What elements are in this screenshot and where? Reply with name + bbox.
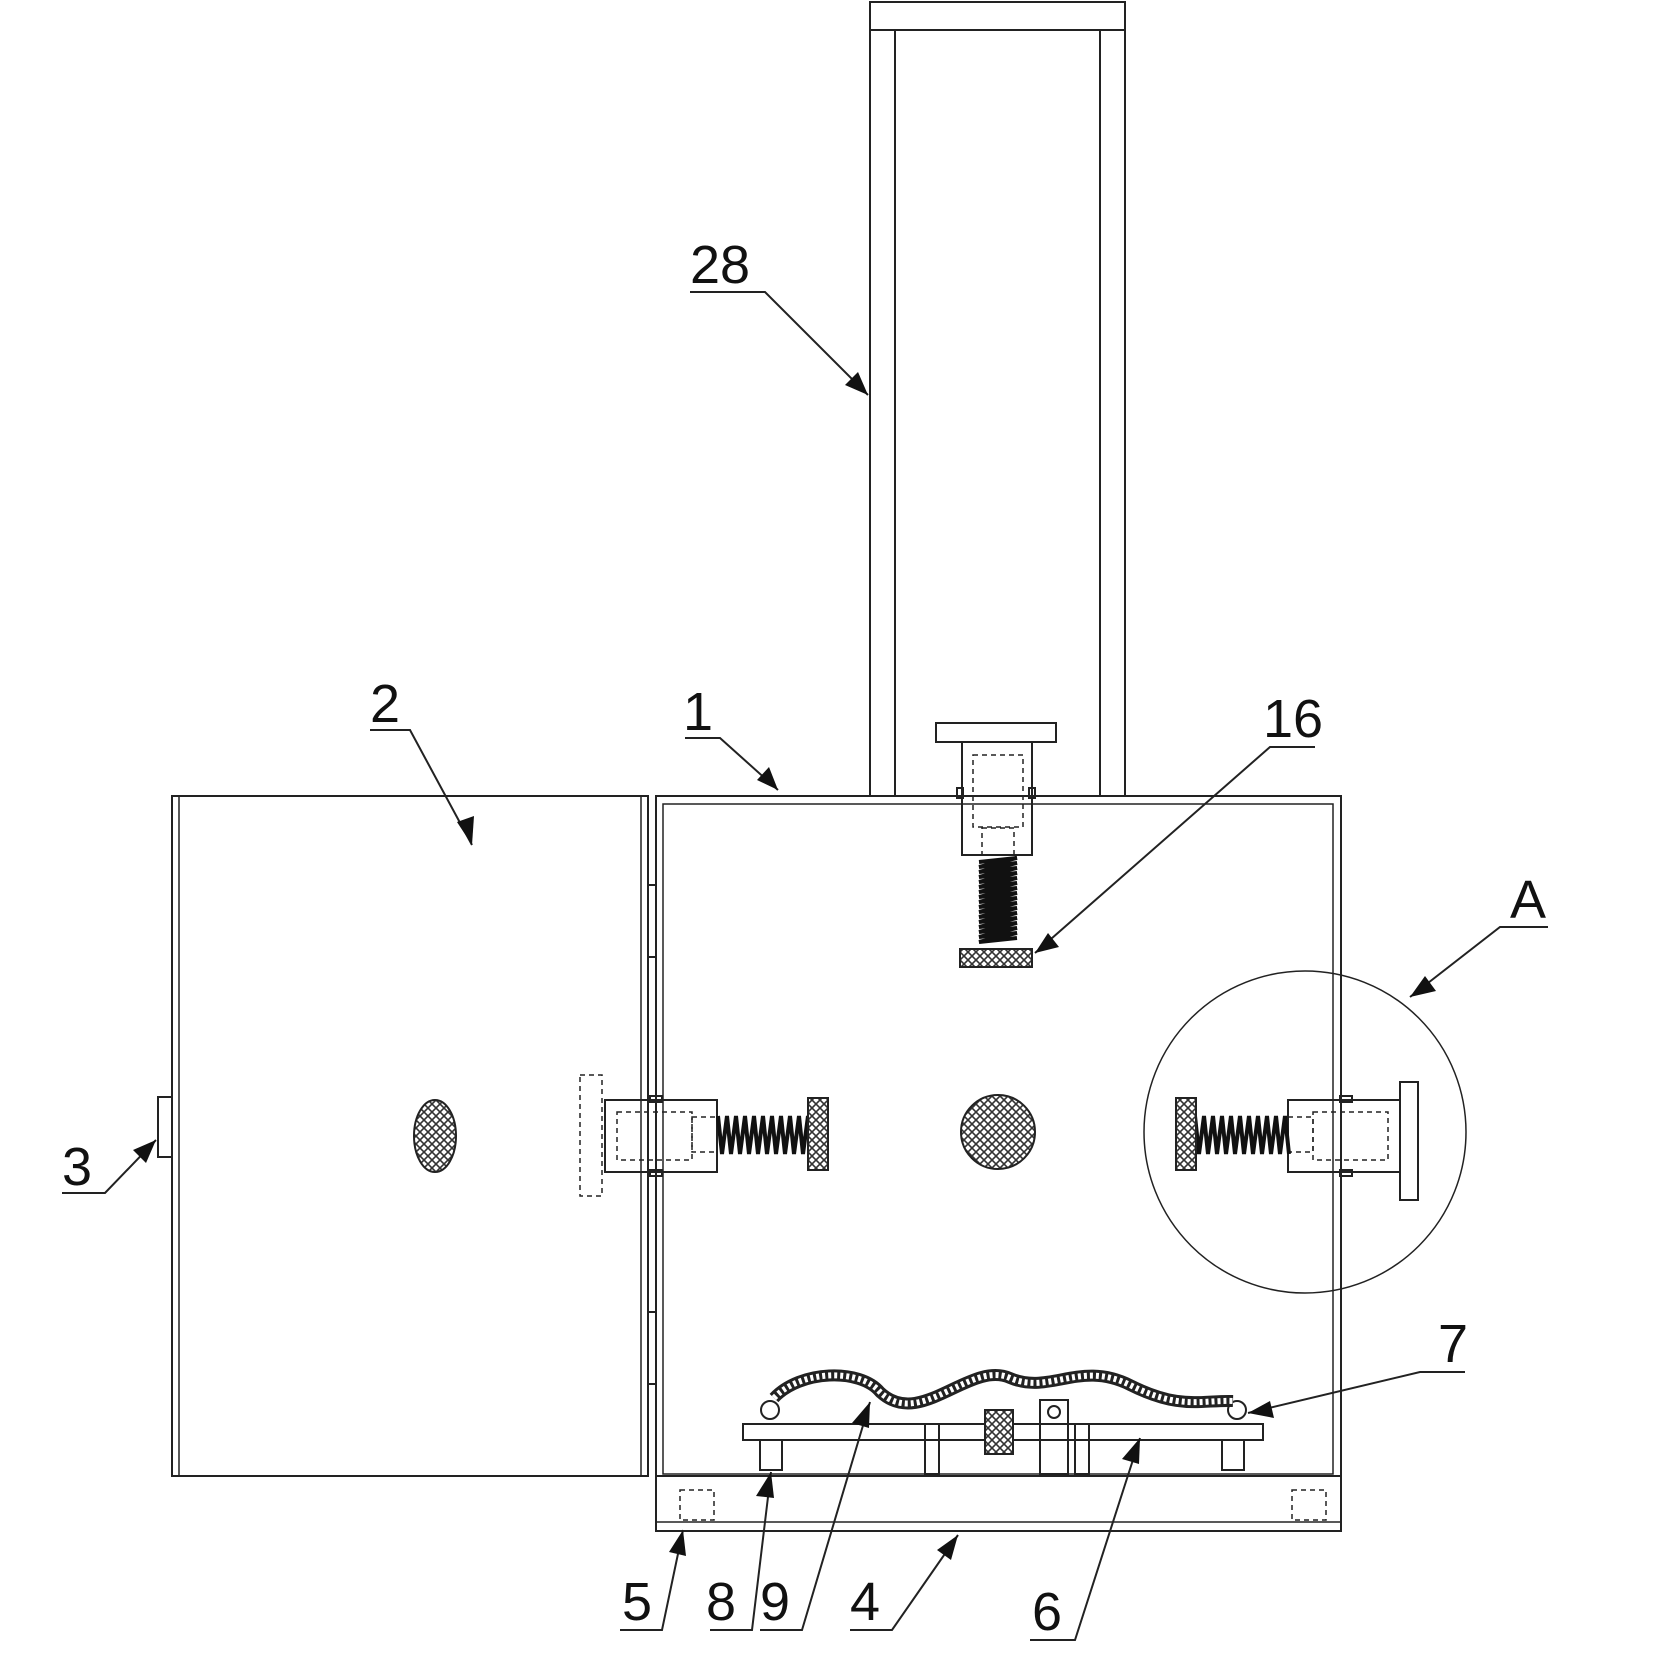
bottom-tray-assembly <box>742 1369 1264 1475</box>
label-2: 2 <box>370 674 400 734</box>
label-4: 4 <box>850 1572 880 1632</box>
left-hook <box>760 1400 780 1420</box>
leader-lines <box>62 291 1548 1641</box>
left-clamp-assembly <box>579 1074 829 1197</box>
label-1: 1 <box>683 682 713 742</box>
feet <box>679 1489 1327 1521</box>
label-9: 9 <box>760 1572 790 1632</box>
label-28: 28 <box>690 235 750 295</box>
label-a: A <box>1510 870 1546 930</box>
detail-a-region <box>1143 970 1467 1294</box>
label-6: 6 <box>1032 1582 1062 1642</box>
right-hook <box>1227 1400 1247 1420</box>
label-16: 16 <box>1263 689 1323 749</box>
door-viewport <box>413 1099 457 1173</box>
label-7: 7 <box>1438 1314 1468 1374</box>
label-3: 3 <box>62 1137 92 1197</box>
upper-frame <box>869 1 1126 797</box>
main-box <box>655 795 1342 1532</box>
center-viewport <box>960 1094 1036 1170</box>
reference-labels: 28 2 1 16 A 3 7 5 8 9 4 6 <box>62 235 1546 1642</box>
label-5: 5 <box>622 1572 652 1632</box>
label-8: 8 <box>706 1572 736 1632</box>
door-handle <box>157 1096 173 1158</box>
door-panel <box>171 795 657 1477</box>
top-clamp-assembly <box>935 722 1057 968</box>
